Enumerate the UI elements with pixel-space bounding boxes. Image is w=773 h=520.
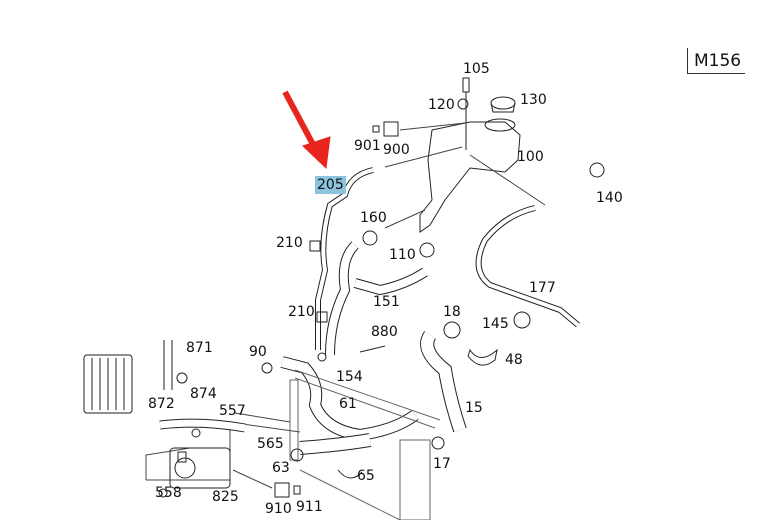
part-label-565[interactable]: 565 bbox=[257, 436, 284, 452]
part-label-105[interactable]: 105 bbox=[463, 61, 490, 77]
part-label-557[interactable]: 557 bbox=[219, 403, 246, 419]
part-label-210[interactable]: 210 bbox=[276, 235, 303, 251]
part-label-17[interactable]: 17 bbox=[433, 456, 451, 472]
part-label-48[interactable]: 48 bbox=[505, 352, 523, 368]
part-label-145[interactable]: 145 bbox=[482, 316, 509, 332]
part-label-901[interactable]: 901 bbox=[354, 138, 381, 154]
part-label-825[interactable]: 825 bbox=[212, 489, 239, 505]
part-label-15[interactable]: 15 bbox=[465, 400, 483, 416]
part-label-872[interactable]: 872 bbox=[148, 396, 175, 412]
part-label-160[interactable]: 160 bbox=[360, 210, 387, 226]
part-label-100[interactable]: 100 bbox=[517, 149, 544, 165]
clamps-and-rings bbox=[158, 121, 605, 498]
part-label-61[interactable]: 61 bbox=[339, 396, 357, 412]
water-pump bbox=[169, 447, 231, 489]
part-label-880[interactable]: 880 bbox=[371, 324, 398, 340]
hoses bbox=[159, 167, 580, 455]
part-label-90[interactable]: 90 bbox=[249, 344, 267, 360]
part-label-18[interactable]: 18 bbox=[443, 304, 461, 320]
part-label-910[interactable]: 910 bbox=[265, 501, 292, 517]
part-label-65[interactable]: 65 bbox=[357, 468, 375, 484]
part-label-900[interactable]: 900 bbox=[383, 142, 410, 158]
leader-lines bbox=[145, 122, 546, 489]
part-label-205-highlighted[interactable]: 205 bbox=[315, 176, 346, 194]
part-label-911[interactable]: 911 bbox=[296, 499, 323, 515]
oil-cooler bbox=[83, 354, 133, 414]
part-label-63[interactable]: 63 bbox=[272, 460, 290, 476]
part-label-177[interactable]: 177 bbox=[529, 280, 556, 296]
part-label-874[interactable]: 874 bbox=[190, 386, 217, 402]
part-label-151[interactable]: 151 bbox=[373, 294, 400, 310]
engine-model-code: M156 bbox=[687, 48, 745, 74]
part-label-140[interactable]: 140 bbox=[596, 190, 623, 206]
expansion-tank bbox=[419, 77, 521, 233]
part-label-130[interactable]: 130 bbox=[520, 92, 547, 108]
part-label-110[interactable]: 110 bbox=[389, 247, 416, 263]
part-label-120[interactable]: 120 bbox=[428, 97, 455, 113]
part-label-210b[interactable]: 210 bbox=[288, 304, 315, 320]
part-label-558[interactable]: 558 bbox=[155, 485, 182, 501]
part-label-871[interactable]: 871 bbox=[186, 340, 213, 356]
part-label-154[interactable]: 154 bbox=[336, 369, 363, 385]
red-pointer-arrow bbox=[282, 90, 331, 170]
